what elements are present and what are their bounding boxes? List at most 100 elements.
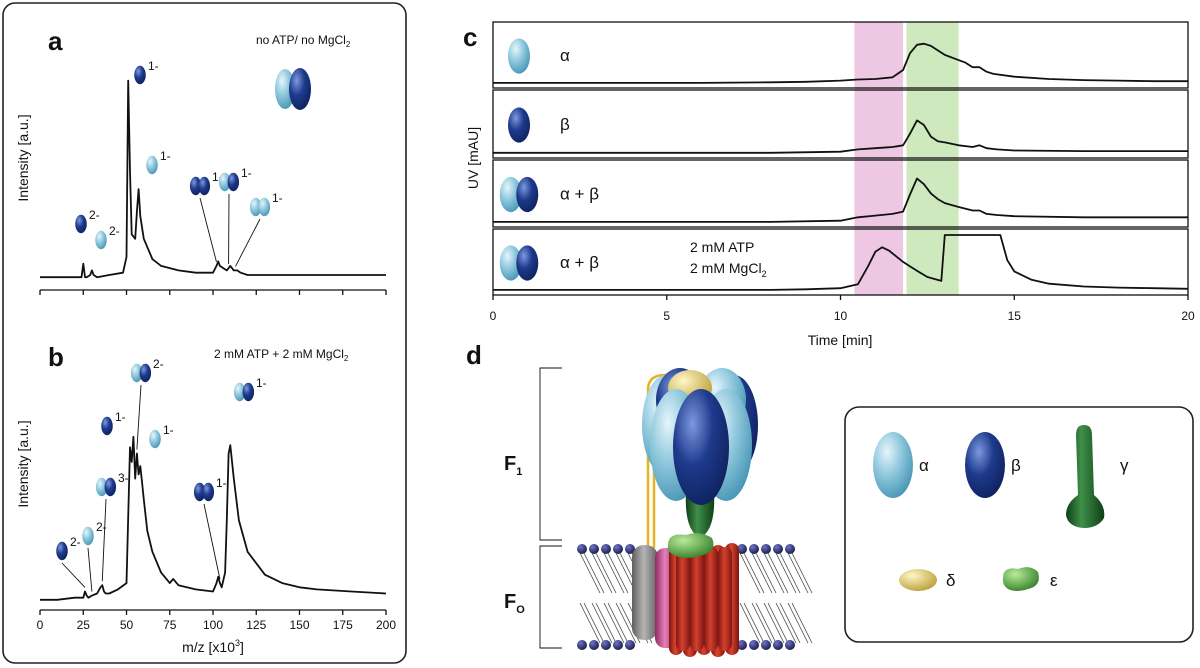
species-annotation: 2- xyxy=(56,535,86,588)
panel-a: a no ATP/ no MgCl2 Intensity [a.u.] 2-2-… xyxy=(15,26,387,295)
f1-label: F1 xyxy=(504,453,522,478)
panel-b-annotations: 2- 2- 3- 1- 2- 1- 1- 1- xyxy=(56,357,267,592)
panel-d: d F1 FO xyxy=(466,340,1194,657)
panel-b-condition: 2 mM ATP + 2 mM MgCl2 xyxy=(214,347,349,363)
svg-text:δ: δ xyxy=(946,571,955,590)
svg-text:ε: ε xyxy=(1050,571,1058,590)
legend-beta: β xyxy=(965,432,1021,498)
species-annotation: 1- xyxy=(146,149,171,175)
fo-bracket xyxy=(539,545,562,649)
panel-c-ylabel: UV [mAU] xyxy=(465,127,481,189)
panel-ab-frame xyxy=(2,2,407,664)
series-label: α xyxy=(560,46,570,65)
x-tick-label: 100 xyxy=(203,618,223,632)
x-tick-label: 50 xyxy=(120,618,134,632)
f1-head xyxy=(642,368,758,505)
panel-c-rows: α β α + β α + β 2 mM ATP 2 mM MgCl2 xyxy=(492,21,1189,296)
subunit-legend-box xyxy=(844,406,1194,643)
svg-text:3-: 3- xyxy=(118,471,129,485)
species-annotation: 1- xyxy=(189,170,223,263)
svg-text:α: α xyxy=(919,456,929,475)
x-tick-label: 20 xyxy=(1181,309,1195,323)
panel-a-condition: no ATP/ no MgCl2 xyxy=(256,33,351,49)
panel-a-spectrum-line xyxy=(40,79,386,279)
chromatogram-row: β xyxy=(492,89,1189,159)
f1-bracket xyxy=(539,367,562,541)
species-annotation: 1- xyxy=(101,410,126,436)
species-annotation: 1- xyxy=(193,476,227,580)
legend-gamma: γ xyxy=(1066,425,1129,528)
species-annotation: 1- xyxy=(235,191,283,267)
panel-b-xlabel: m/z [x103] xyxy=(182,638,244,655)
svg-text:1-: 1- xyxy=(272,191,283,205)
x-tick-label: 25 xyxy=(77,618,91,632)
x-tick-label: 0 xyxy=(37,618,44,632)
peripheral-stalk xyxy=(646,373,682,548)
epsilon-subunit xyxy=(667,533,714,558)
panel-a-ylabel: Intensity [a.u.] xyxy=(15,114,31,201)
panel-b-ylabel: Intensity [a.u.] xyxy=(15,420,31,507)
chromatogram-line xyxy=(493,119,1188,154)
fo-c-ring xyxy=(669,543,739,657)
panel-b: b 2 mM ATP + 2 mM MgCl2 Intensity [a.u.]… xyxy=(15,342,396,655)
legend-alpha: α xyxy=(873,432,929,498)
svg-text:1-: 1- xyxy=(163,423,174,437)
panel-a-x-ticks xyxy=(39,290,387,295)
svg-text:2-: 2- xyxy=(153,357,164,371)
panel-d-letter: d xyxy=(466,340,482,370)
x-tick-label: 175 xyxy=(333,618,353,632)
series-label: α + β xyxy=(560,185,599,204)
svg-text:1-: 1- xyxy=(148,59,159,73)
svg-text:1-: 1- xyxy=(241,166,252,180)
species-annotation: 2- xyxy=(130,357,164,450)
chromatogram-row: α xyxy=(492,21,1189,89)
legend-delta: δ xyxy=(899,569,955,591)
svg-text:2-: 2- xyxy=(96,520,107,534)
x-tick-label: 75 xyxy=(163,618,177,632)
svg-text:γ: γ xyxy=(1120,456,1129,475)
species-annotation: 1- xyxy=(233,376,267,402)
panel-a-annotations: 2- 2- 1- 1- 1- 1- 1- xyxy=(75,59,283,267)
panel-b-letter: b xyxy=(48,342,64,372)
panel-a-complex-icon xyxy=(275,68,311,110)
chromatogram-row: α + β xyxy=(492,159,1189,228)
condition-note: 2 mM MgCl2 xyxy=(690,260,767,279)
x-tick-label: 125 xyxy=(246,618,266,632)
x-tick-label: 5 xyxy=(663,309,670,323)
panel-c-letter: c xyxy=(463,22,477,52)
condition-note: 2 mM ATP xyxy=(690,239,754,255)
species-annotation: 3- xyxy=(95,471,129,582)
svg-text:1-: 1- xyxy=(115,410,126,424)
species-annotation: 1- xyxy=(218,166,252,265)
fo-b-subunit xyxy=(632,545,658,640)
svg-text:2-: 2- xyxy=(109,224,120,238)
series-label: β xyxy=(560,115,570,134)
species-annotation: 1- xyxy=(134,59,159,85)
panel-b-x-ticks: 0 25 50 75 100 125 150 175 200 xyxy=(37,610,396,632)
svg-text:1-: 1- xyxy=(216,476,227,490)
svg-text:2-: 2- xyxy=(89,208,100,222)
svg-text:1-: 1- xyxy=(160,149,171,163)
x-tick-label: 150 xyxy=(289,618,309,632)
series-label: α + β xyxy=(560,253,599,272)
panel-c: c UV [mAU] α β α + β α + β 2 mM ATP 2 mM MgCl… xyxy=(463,21,1195,348)
legend-epsilon: ε xyxy=(1002,567,1058,591)
panel-c-x-ticks: 0 5 10 15 20 xyxy=(490,295,1195,323)
svg-text:2-: 2- xyxy=(70,535,81,549)
species-annotation: 2- xyxy=(82,520,107,592)
svg-text:β: β xyxy=(1011,456,1021,475)
chromatogram-line xyxy=(493,177,1188,223)
chromatogram-row: α + β 2 mM ATP 2 mM MgCl2 xyxy=(492,228,1189,296)
x-tick-label: 10 xyxy=(834,309,848,323)
species-annotation: 1- xyxy=(149,423,174,449)
x-tick-label: 15 xyxy=(1008,309,1022,323)
x-tick-label: 0 xyxy=(490,309,497,323)
x-tick-label: 200 xyxy=(376,618,396,632)
panel-a-letter: a xyxy=(48,26,63,56)
svg-text:1-: 1- xyxy=(212,170,223,184)
chromatogram-line xyxy=(493,42,1188,84)
svg-text:1-: 1- xyxy=(256,376,267,390)
fo-label: FO xyxy=(504,591,525,616)
species-annotation: 2- xyxy=(75,208,100,234)
